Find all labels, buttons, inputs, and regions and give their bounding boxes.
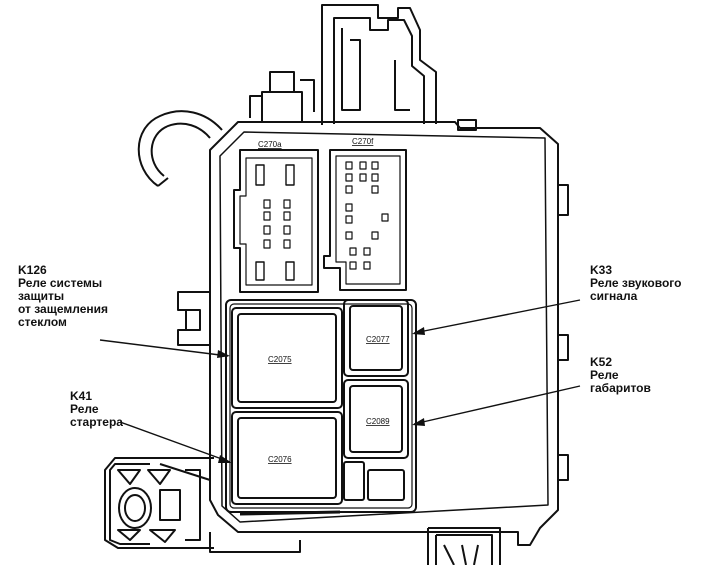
label-c2077: C2077 xyxy=(366,335,390,344)
relay-socket-c2076 xyxy=(231,411,343,505)
callout-k52-line-1: Реле xyxy=(590,368,619,382)
main-housing xyxy=(209,121,559,546)
callout-k33-line-2: сигнала xyxy=(590,289,638,303)
callout-k41-line-2: стартера xyxy=(70,415,123,429)
arrowhead-k41 xyxy=(218,455,232,463)
arrowhead-k126 xyxy=(217,350,230,358)
callout-k33-code: K33 xyxy=(590,263,613,277)
label-c270f: C270f xyxy=(352,137,374,146)
main-housing-inner xyxy=(219,131,549,523)
top-harness xyxy=(249,4,437,125)
callout-k126-line-3: от защемления xyxy=(18,302,109,316)
callout-k126-line-2: защиты xyxy=(18,289,65,303)
connector-c270f xyxy=(323,149,407,291)
lower-slots xyxy=(343,461,405,501)
relay-socket-c2077 xyxy=(343,299,409,377)
connector-c270a xyxy=(233,149,319,293)
callout-k52-code: K52 xyxy=(590,355,613,369)
left-bracket xyxy=(177,291,210,346)
hook xyxy=(137,110,223,187)
right-clip-3 xyxy=(558,454,569,481)
leader-k126 xyxy=(99,339,229,357)
callout-k126-code: K126 xyxy=(18,263,47,277)
callout-k126-line-1: Реле системы xyxy=(18,276,103,290)
right-clip-1 xyxy=(558,184,569,216)
label-c2076: C2076 xyxy=(268,455,292,464)
leader-k33 xyxy=(413,299,581,334)
bottom-divider xyxy=(239,510,341,516)
bottom-connector xyxy=(209,527,501,565)
relay-socket-c2075 xyxy=(231,307,343,409)
leader-k41 xyxy=(119,421,231,463)
callout-k52-line-2: габаритов xyxy=(590,381,651,395)
callout-k126: K126 Реле системы защиты от защемления с… xyxy=(18,264,108,329)
top-tab xyxy=(457,119,477,131)
callout-k33-line-1: Реле звукового xyxy=(590,276,682,290)
label-c2089: C2089 xyxy=(366,417,390,426)
callout-k41: K41 Реле стартера xyxy=(70,390,123,429)
relay-frame-inner xyxy=(229,303,413,509)
callout-k126-line-4: стеклом xyxy=(18,315,67,329)
arrowhead-k52 xyxy=(412,418,425,426)
right-clip-2 xyxy=(558,334,569,361)
label-c2075: C2075 xyxy=(268,355,292,364)
label-c270a: C270a xyxy=(258,140,282,149)
callout-k52: K52 Реле габаритов xyxy=(590,356,651,395)
relay-socket-c2089 xyxy=(343,379,409,459)
callout-k33: K33 Реле звукового сигнала xyxy=(590,264,681,303)
leader-k52 xyxy=(413,385,581,425)
callout-k41-line-1: Реле xyxy=(70,402,99,416)
relay-frame-outer xyxy=(225,299,417,513)
arrowhead-k33 xyxy=(412,327,425,335)
callout-k41-code: K41 xyxy=(70,389,93,403)
left-mount-bracket xyxy=(104,457,214,549)
